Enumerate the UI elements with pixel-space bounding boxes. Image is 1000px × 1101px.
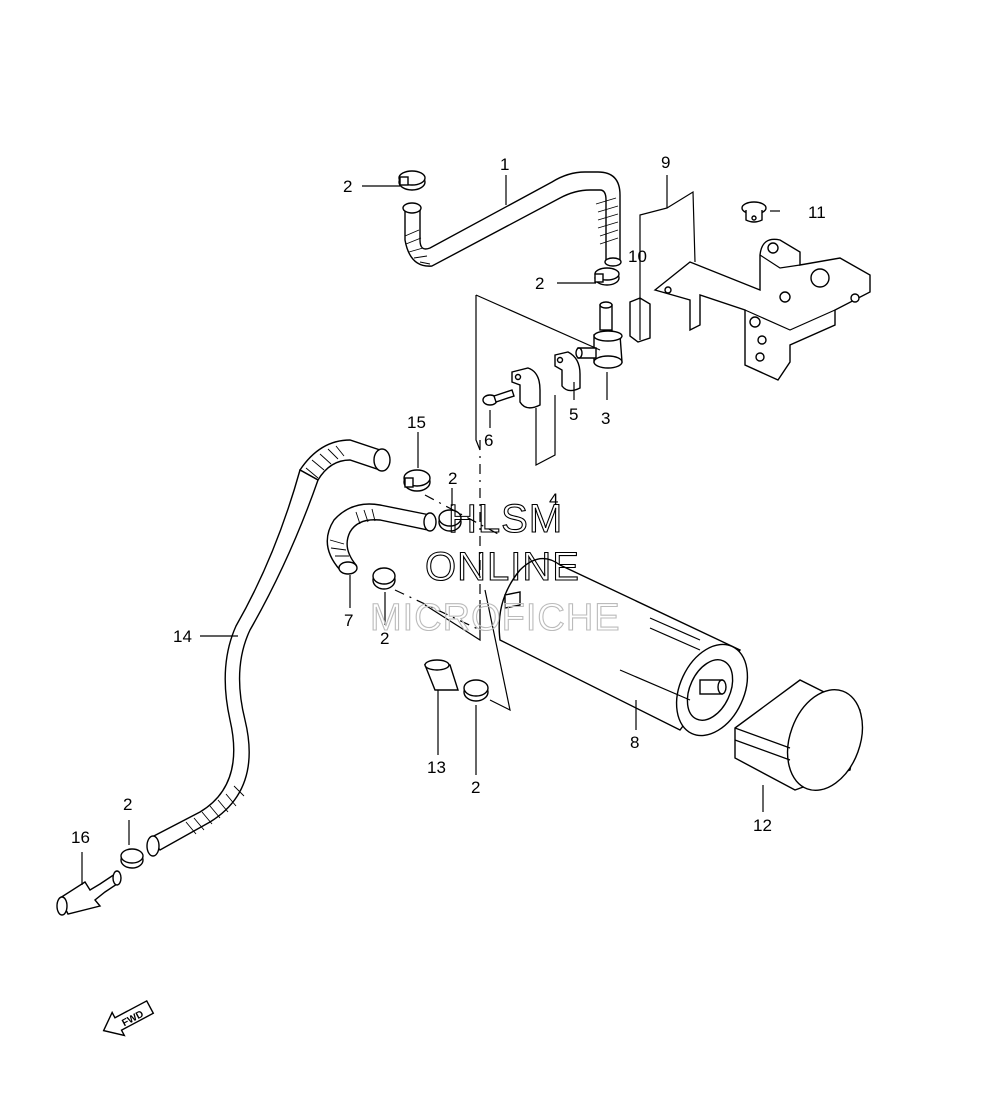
watermark: HLSM ONLINE MICROFICHE — [369, 496, 621, 639]
callout-13: 13 — [427, 758, 446, 777]
part-7-hose — [326, 503, 437, 575]
callout-2: 2 — [471, 778, 480, 797]
clamp-2-mid — [594, 267, 620, 286]
callout-4: 4 — [549, 490, 558, 509]
part-9-bracket — [653, 238, 871, 381]
part-16-connector — [56, 870, 122, 916]
clamp-2-left — [372, 567, 396, 590]
callout-2: 2 — [448, 469, 457, 488]
part-3-valve — [575, 301, 623, 369]
fwd-arrow-icon: FWD — [102, 999, 155, 1037]
part-5-bracket — [554, 351, 581, 392]
part-6-screw — [482, 389, 515, 406]
clamp-2-15 — [403, 469, 431, 492]
callout-6: 6 — [484, 431, 493, 450]
clamp-2-bottom-left — [120, 848, 144, 869]
part-8-canister — [498, 557, 749, 737]
part-15-hose — [298, 439, 391, 481]
leader-lines — [81, 175, 780, 885]
callout-12: 12 — [753, 816, 772, 835]
part-13-sleeve — [423, 659, 459, 691]
callout-10: 10 — [628, 247, 647, 266]
callout-2: 2 — [380, 629, 389, 648]
part-14-hose — [146, 468, 319, 857]
fwd-label: FWD — [120, 1009, 145, 1029]
callout-labels: 1 2 2 2 2 2 2 3 4 5 6 7 8 9 10 11 12 13 … — [71, 153, 826, 847]
part-1-hose — [402, 171, 622, 267]
watermark-line-2: ONLINE — [425, 545, 580, 589]
clamp-2-lower — [463, 679, 489, 702]
callout-11: 11 — [808, 203, 826, 222]
callout-1: 1 — [500, 155, 509, 174]
callout-9: 9 — [661, 153, 670, 172]
callout-14: 14 — [173, 627, 192, 646]
callout-8: 8 — [630, 733, 639, 752]
callout-2: 2 — [535, 274, 544, 293]
callout-7: 7 — [344, 611, 353, 630]
watermark-line-1: HLSM — [448, 497, 563, 541]
callout-16: 16 — [71, 828, 90, 847]
callout-2: 2 — [343, 177, 352, 196]
clamp-2-top — [398, 170, 426, 191]
callout-5: 5 — [569, 405, 578, 424]
clamp-2-upper-right — [438, 509, 462, 532]
callout-2: 2 — [123, 795, 132, 814]
callout-3: 3 — [601, 409, 610, 428]
part-4-bracket — [511, 367, 541, 409]
part-10-clip — [629, 297, 651, 343]
part-12-cap — [734, 679, 864, 792]
watermark-line-3: MICROFICHE — [370, 597, 621, 639]
callout-15: 15 — [407, 413, 426, 432]
part-11-bolt — [741, 201, 767, 223]
